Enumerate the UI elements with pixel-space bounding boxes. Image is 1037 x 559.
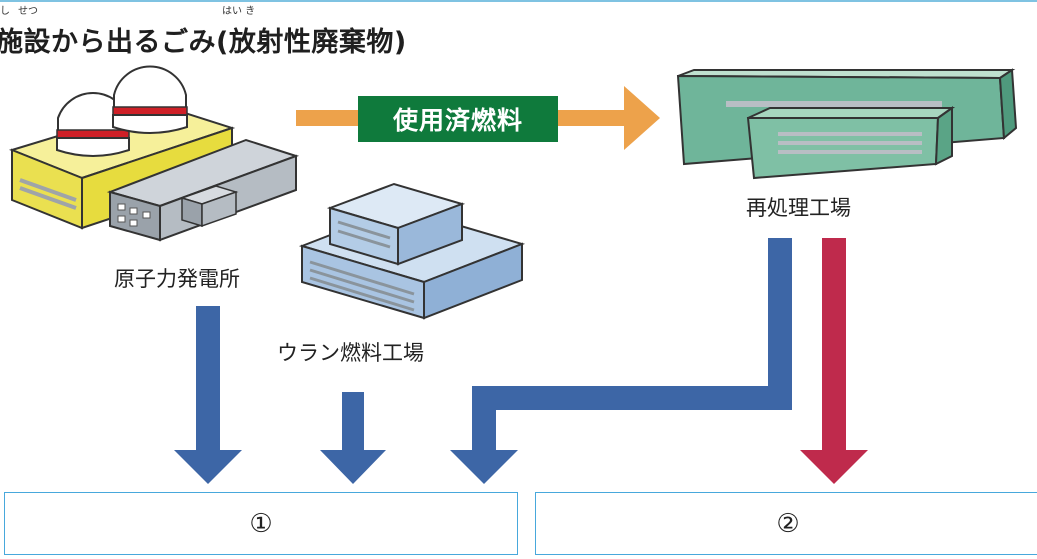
nuclear-power-plant-illustration bbox=[8, 65, 300, 242]
furigana-shi: し bbox=[0, 6, 10, 17]
answer-box-2[interactable]: ② bbox=[535, 492, 1037, 555]
arrow-uranium-to-box1 bbox=[320, 392, 386, 484]
uranium-fuel-plant-label: ウラン燃料工場 bbox=[277, 341, 424, 365]
nuclear-power-plant-label: 原子力発電所 bbox=[114, 267, 240, 291]
reprocessing-plant-illustration bbox=[676, 68, 1018, 180]
spent-fuel-label: 使用済燃料 bbox=[358, 96, 558, 142]
answer-box-1-label: ① bbox=[249, 508, 273, 539]
top-rule bbox=[0, 0, 1037, 2]
furigana-haiki: はい き bbox=[222, 6, 256, 17]
arrow-repro-to-box2 bbox=[800, 238, 868, 484]
reprocessing-plant-label: 再処理工場 bbox=[746, 196, 851, 220]
page-title: 施設から出るごみ(放射性廃棄物) bbox=[0, 27, 407, 58]
answer-box-1[interactable]: ① bbox=[4, 492, 518, 555]
arrow-repro-to-box1 bbox=[450, 238, 792, 484]
uranium-fuel-plant-illustration bbox=[298, 182, 526, 320]
arrow-npp-to-box1 bbox=[174, 306, 242, 484]
blue-waste-arrows bbox=[174, 238, 792, 484]
furigana-setsu: せつ bbox=[18, 6, 38, 17]
answer-box-2-label: ② bbox=[776, 508, 800, 539]
